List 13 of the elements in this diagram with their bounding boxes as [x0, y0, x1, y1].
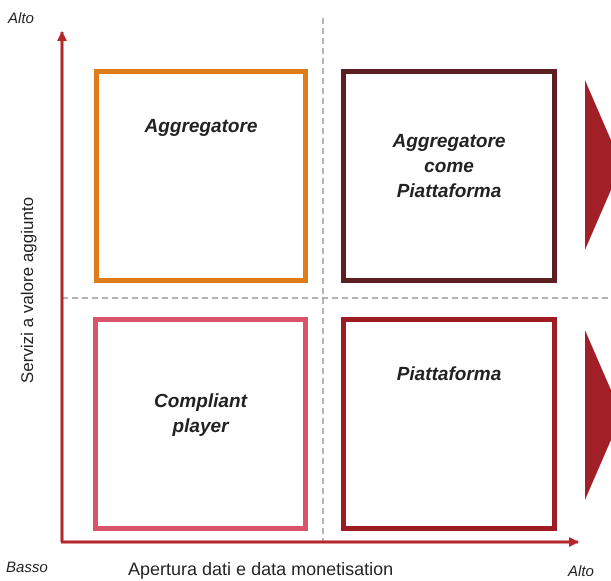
- quadrant-box: [341, 317, 557, 531]
- quadrant-label: Compliant player: [153, 390, 248, 439]
- quadrant-box: [341, 69, 557, 283]
- axis-end-label: Alto: [8, 10, 34, 27]
- axis-title: Apertura dati e data monetisation: [128, 559, 394, 580]
- quadrant-label: Aggregatore: [143, 114, 258, 138]
- quadrant-label: Aggregatore come Piattaforma: [391, 130, 506, 204]
- quadrant-box: [94, 69, 308, 283]
- axis-end-label: Basso: [6, 559, 48, 576]
- axis-end-label: Alto: [568, 563, 594, 580]
- axis-title: Servizi a valore aggiunto: [18, 196, 38, 384]
- quadrant-box: [93, 317, 308, 531]
- quadrant-label: Piattaforma: [396, 362, 502, 386]
